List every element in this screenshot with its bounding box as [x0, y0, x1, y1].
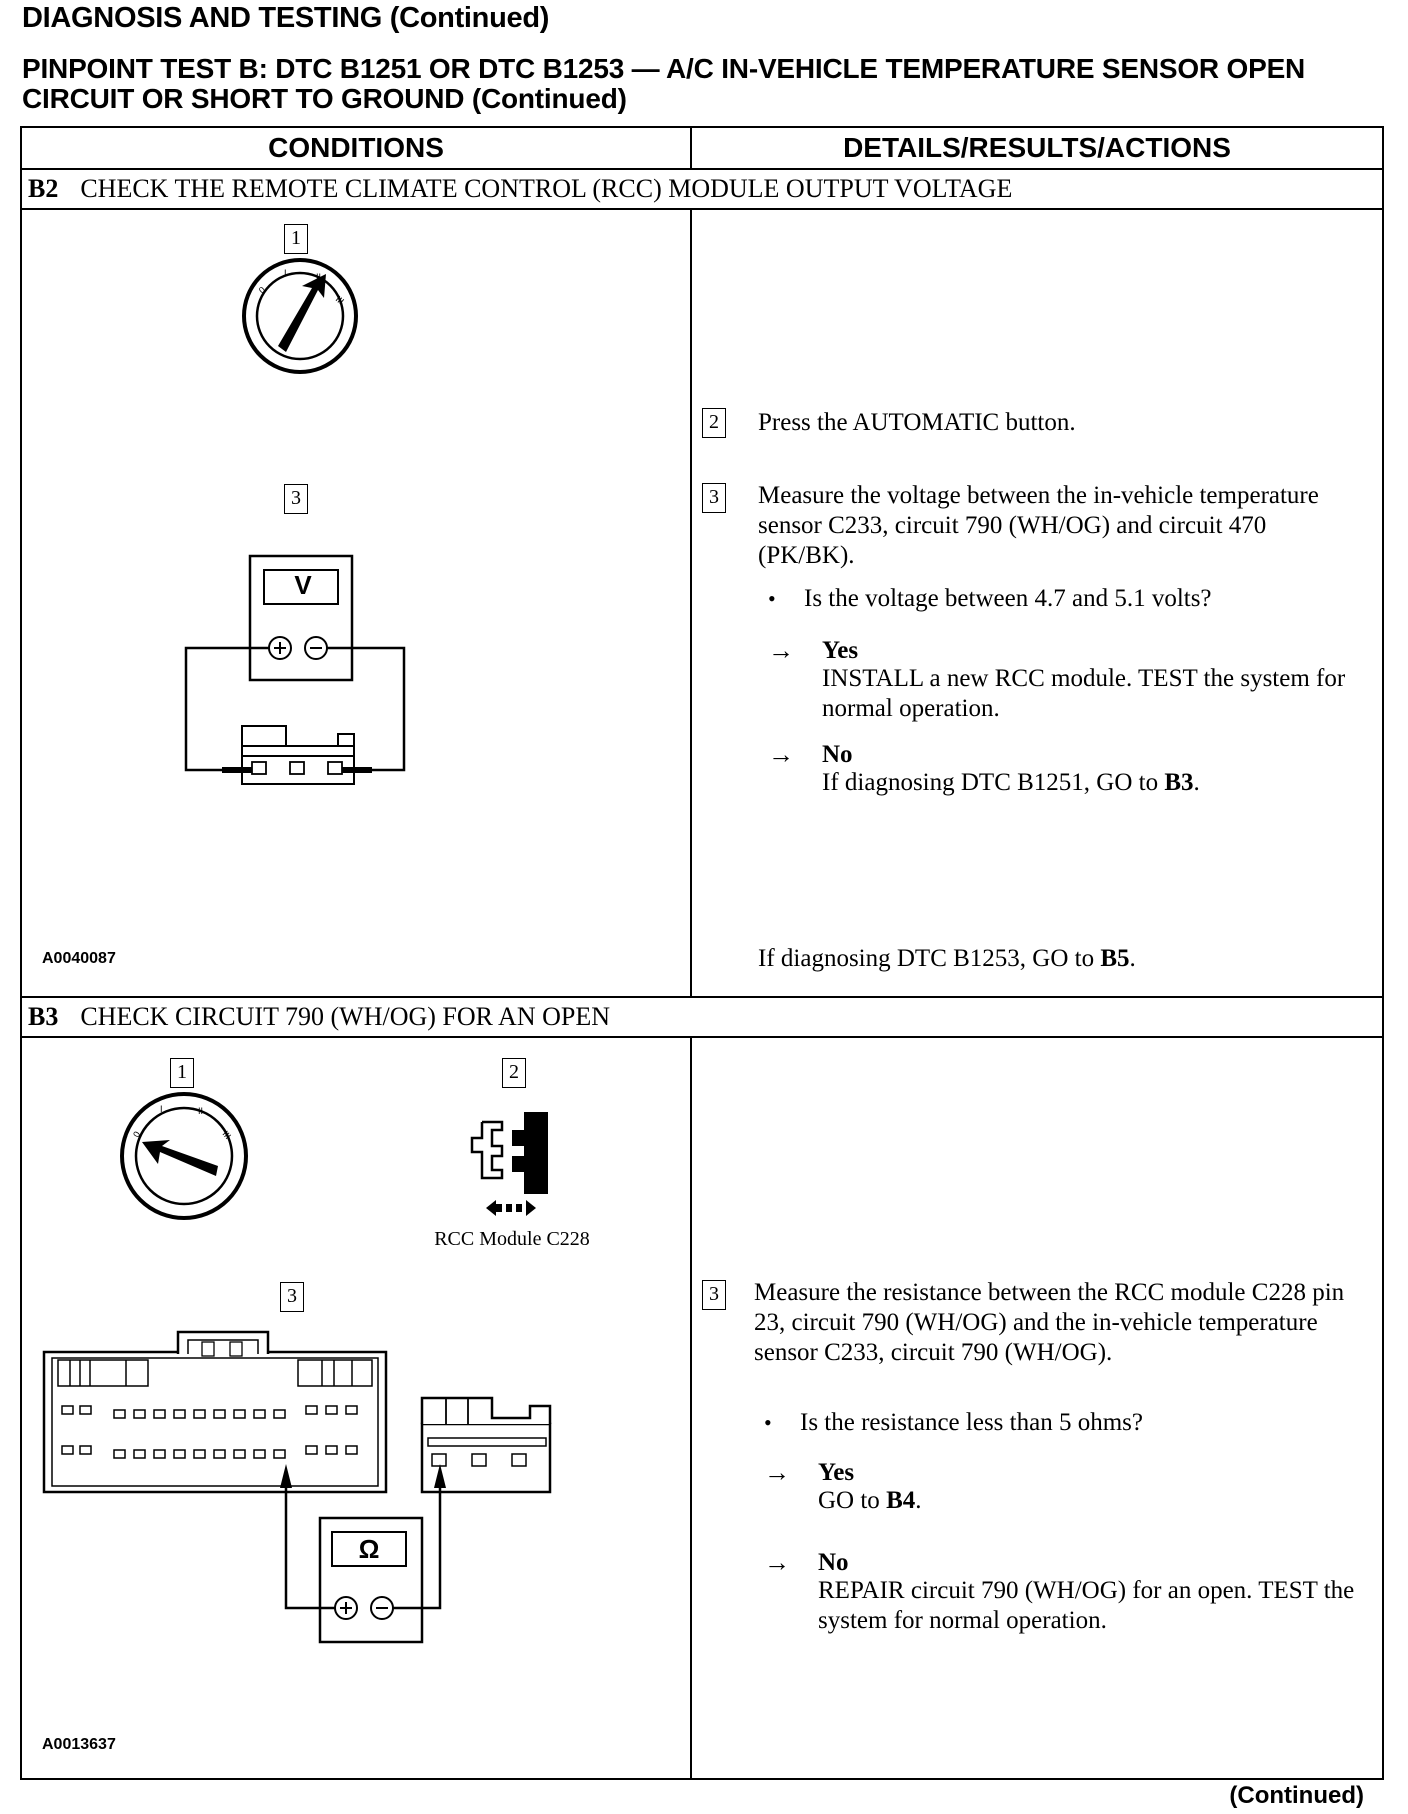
- svg-text:I: I: [160, 1104, 163, 1114]
- b3-step-3-text: Measure the resistance between the RCC m…: [754, 1279, 1345, 1366]
- b2-question-bullet: •: [768, 586, 776, 611]
- connector-disconnect-icon: [470, 1112, 548, 1216]
- b3-figure-callout-1: 1: [170, 1058, 194, 1088]
- header-divider: [22, 168, 1382, 170]
- b3-title-row: [22, 998, 1382, 1036]
- b2-step-callout-3: 3: [702, 483, 726, 513]
- b2-yes-arrow-icon: →: [768, 636, 794, 665]
- b3-title-divider: [22, 1036, 1382, 1038]
- b2-figure-code: A0040087: [42, 950, 116, 967]
- b2-figure-callout-1: 1: [284, 224, 308, 254]
- b2-yes-action: INSTALL a new RCC module. TEST the syste…: [822, 665, 1346, 722]
- b2-extra-action: If diagnosing DTC B1253, GO to B5.: [758, 945, 1136, 972]
- b3-yes-action: GO to B4.: [818, 1487, 922, 1514]
- b3-question-bullet: •: [764, 1410, 772, 1435]
- b2-step-title: CHECK THE REMOTE CLIMATE CONTROL (RCC) M…: [80, 174, 1013, 203]
- b3-step-title: CHECK CIRCUIT 790 (WH/OG) FOR AN OPEN: [80, 1002, 610, 1031]
- continued-footer: (Continued): [1229, 1782, 1364, 1809]
- ohmmeter-symbol: Ω: [358, 1534, 380, 1564]
- b3-yes-arrow-icon: →: [764, 1458, 790, 1487]
- b2-no-label: No: [822, 741, 853, 768]
- column-divider: [690, 128, 692, 1778]
- svg-text:0: 0: [257, 285, 267, 296]
- b3-figure-callout-2: 2: [502, 1058, 526, 1088]
- b3-figure-code: A0013637: [42, 1736, 116, 1753]
- b2-figure-callout-3: 3: [284, 484, 308, 514]
- b3-connector-label: RCC Module C228: [434, 1228, 590, 1250]
- b2-bottom-divider: [22, 996, 1382, 998]
- column-header-conditions: CONDITIONS: [268, 132, 444, 163]
- b2-title-row: [22, 170, 1382, 208]
- b2-step-2-text: Press the AUTOMATIC button.: [758, 409, 1076, 436]
- b2-title-divider: [22, 208, 1382, 210]
- b2-yes-label: Yes: [822, 637, 859, 664]
- svg-text:II: II: [316, 272, 321, 282]
- ignition-switch-run-icon: 0 I II III: [242, 258, 358, 374]
- b3-question: Is the resistance less than 5 ohms?: [800, 1409, 1143, 1436]
- b2-step-callout-2: 2: [702, 408, 726, 438]
- column-header-details: DETAILS/RESULTS/ACTIONS: [843, 132, 1231, 163]
- svg-text:0: 0: [131, 1130, 142, 1139]
- b3-step-callout-3: 3: [702, 1280, 726, 1310]
- voltmeter-symbol: V: [294, 570, 312, 600]
- svg-text:II: II: [198, 1106, 203, 1116]
- b2-step-id: B2: [28, 174, 59, 203]
- svg-text:I: I: [284, 268, 287, 278]
- b2-step-3-text: Measure the voltage between the in-vehic…: [758, 482, 1319, 569]
- b3-figure-callout-3: 3: [280, 1282, 304, 1312]
- pinpoint-test-title: PINPOINT TEST B: DTC B1251 OR DTC B1253 …: [22, 53, 1306, 114]
- ohmmeter-circuit-diagram: [42, 1330, 552, 1644]
- b3-no-arrow-icon: →: [764, 1548, 790, 1577]
- b3-no-action: REPAIR circuit 790 (WH/OG) for an open. …: [818, 1577, 1355, 1634]
- page-title: DIAGNOSIS AND TESTING (Continued): [22, 2, 550, 34]
- b2-step-header: B2 CHECK THE REMOTE CLIMATE CONTROL (RCC)…: [28, 169, 1012, 209]
- b3-step-header: B3 CHECK CIRCUIT 790 (WH/OG) FOR AN OPEN: [28, 997, 610, 1037]
- b3-step-id: B3: [28, 1002, 59, 1031]
- b2-no-arrow-icon: →: [768, 740, 794, 769]
- voltmeter-circuit-diagram: [184, 554, 406, 785]
- b2-question: Is the voltage between 4.7 and 5.1 volts…: [804, 585, 1212, 612]
- b3-no-label: No: [818, 1549, 849, 1576]
- ignition-switch-off-icon: 0 I II III: [120, 1092, 248, 1220]
- b2-no-action: If diagnosing DTC B1251, GO to B3.: [822, 769, 1200, 796]
- b3-yes-label: Yes: [818, 1459, 855, 1486]
